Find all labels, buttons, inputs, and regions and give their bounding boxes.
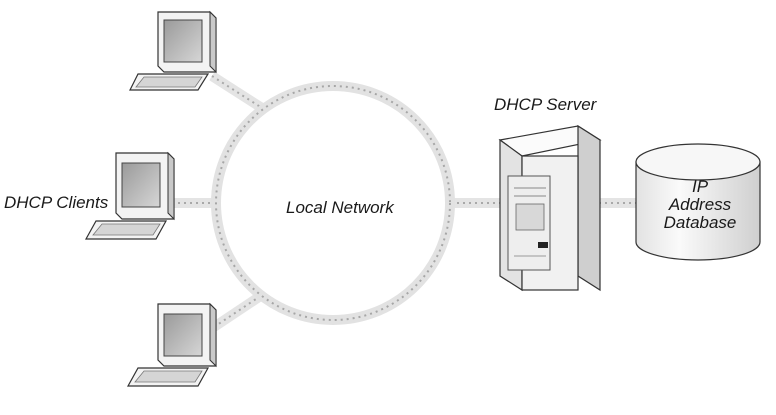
local-network-label: Local Network xyxy=(286,198,394,217)
dhcp-server-label: DHCP Server xyxy=(494,95,597,114)
database-label-line: Address xyxy=(668,195,732,214)
link-client-bottom xyxy=(211,290,265,332)
keyboard-icon xyxy=(129,73,210,91)
keyboard-icon xyxy=(126,367,210,387)
client-computer-top xyxy=(129,10,217,91)
monitor-icon xyxy=(115,151,175,221)
local-network-ring xyxy=(211,81,455,325)
link-client-top xyxy=(209,71,265,113)
network-links xyxy=(172,71,640,332)
dhcp-server xyxy=(498,124,602,292)
keyboard-icon xyxy=(84,220,168,240)
client-computer-bottom xyxy=(126,302,217,387)
database-label-line: Database xyxy=(663,213,737,232)
database-label-line: IP xyxy=(691,177,709,196)
ip-address-database xyxy=(635,143,761,261)
monitor-icon xyxy=(157,302,217,368)
dhcp-clients-label: DHCP Clients xyxy=(4,193,109,212)
client-computer-middle xyxy=(84,151,175,240)
server-icon xyxy=(498,124,602,292)
database-label: IP Address Database xyxy=(640,178,760,232)
database-icon xyxy=(635,143,761,261)
monitor-icon xyxy=(157,10,217,74)
